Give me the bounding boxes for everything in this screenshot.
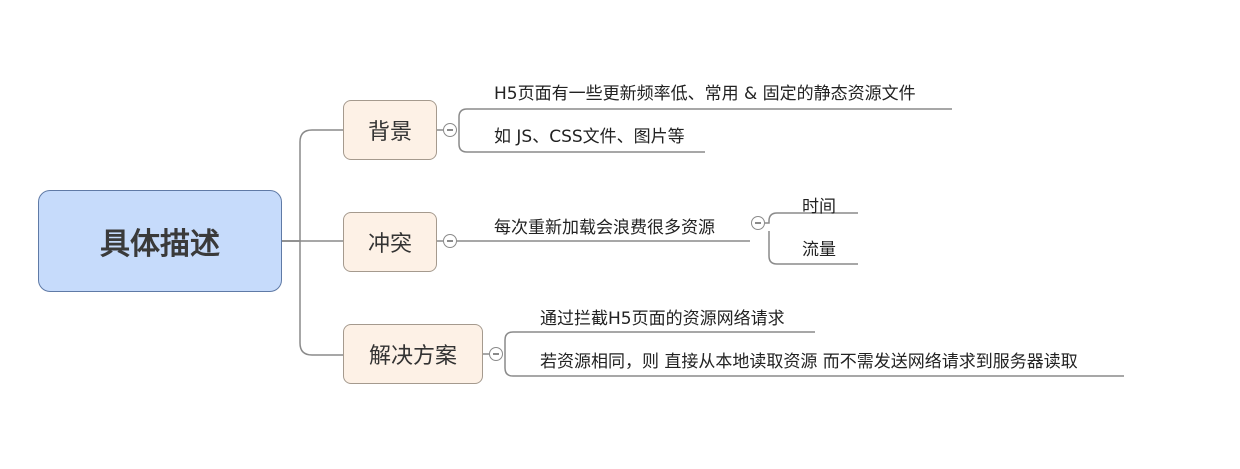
branch-conflict-label: 冲突 [367,232,412,257]
collapse-conflict-child-icon[interactable] [751,216,765,230]
collapse-background-icon[interactable] [443,123,457,137]
leaf-conflict-traffic[interactable]: 流量 [802,240,836,260]
leaf-conflict-1[interactable]: 每次重新加载会浪费很多资源 [494,218,715,238]
connector-root-to-background [282,129,343,242]
root-topic[interactable]: 具体描述 [38,190,282,292]
connector-root-to-solution [282,240,343,356]
branch-background-label: 背景 [367,120,412,145]
branch-solution-label: 解决方案 [368,344,457,369]
root-topic-label: 具体描述 [100,227,220,262]
collapse-solution-icon[interactable] [489,347,503,361]
collapse-conflict-icon[interactable] [443,234,457,248]
connector-background-children [458,108,952,130]
leaf-background-1[interactable]: H5页面有一些更新频率低、常用 & 固定的静态资源文件 [494,84,916,104]
leaf-solution-1[interactable]: 通过拦截H5页面的资源网络请求 [540,309,785,329]
connector-solution-children [504,331,815,354]
leaf-background-2[interactable]: 如 JS、CSS文件、图片等 [494,127,685,147]
leaf-conflict-time[interactable]: 时间 [802,197,836,217]
leaf-solution-2[interactable]: 若资源相同，则 直接从本地读取资源 而不需发送网络请求到服务器读取 [540,352,1078,372]
branch-conflict[interactable]: 冲突 [343,212,437,272]
connector-background-child-2 [458,130,705,153]
branch-solution[interactable]: 解决方案 [343,324,483,384]
connector-conflict-subchild-2 [768,231,858,265]
branch-background[interactable]: 背景 [343,100,437,160]
connector-solution-child-2 [504,354,1124,377]
connector-conflict-subchildren [765,212,858,224]
